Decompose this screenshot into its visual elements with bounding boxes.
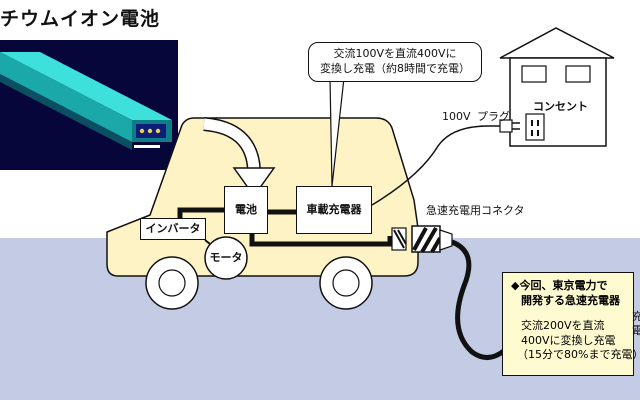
quick-charger-cable	[450, 239, 507, 360]
onboard-charger-box: 車載充電器	[296, 186, 372, 234]
battery-title: チウムイオン電池	[0, 8, 161, 30]
plug-label: プラグ	[477, 110, 510, 123]
onboard-charger-note: 交流100Vを直流400Vに 変換し充電（約8時間で充電）	[308, 42, 482, 82]
edge-char-1: 充	[632, 310, 640, 323]
rear-wheel	[145, 256, 199, 310]
cable-battery-port	[249, 232, 393, 247]
edge-char-2: 電	[632, 324, 640, 337]
plug-icon	[499, 119, 520, 133]
quick-note-line3: 交流200Vを直流	[521, 318, 605, 332]
battery-label: 電池	[235, 203, 257, 216]
quick-charger-note: ◆今回、東京電力で 開発する急速充電器 交流200Vを直流 400Vに変換し充電…	[502, 272, 640, 376]
battery-arrow-fill	[203, 118, 260, 171]
outlet-label: コンセント	[533, 100, 588, 113]
quick-note-line4: 400Vに変換し充電	[521, 333, 616, 347]
battery-pack-illustration	[0, 52, 172, 150]
inverter-label: インバータ	[145, 222, 201, 235]
quick-note-line2: 開発する急速充電器	[521, 293, 620, 307]
cable-charger-plug	[371, 125, 500, 206]
front-wheel	[319, 256, 373, 310]
onboard-note-line2: 変換し充電（約8時間で充電）	[320, 61, 470, 75]
plug-voltage-label: 100V	[442, 110, 471, 123]
quick-charge-connector	[411, 225, 453, 254]
onboard-note-line1: 交流100Vを直流400Vに	[333, 47, 457, 60]
quick-connector-label: 急速充電用コネクタ	[426, 204, 525, 217]
wall-outlet	[525, 113, 545, 141]
quick-note-line1: ◆今回、東京電力で	[511, 279, 608, 292]
onboard-charger-label: 車載充電器	[306, 203, 362, 216]
quick-note-line5: （15分で80%まで充電）	[517, 348, 640, 362]
battery-box: 電池	[224, 186, 268, 234]
motor-circle	[204, 236, 248, 280]
house	[499, 27, 615, 147]
inverter-box: インバータ	[140, 218, 206, 240]
motor-label: モータ	[209, 251, 243, 264]
battery-arrow-head	[232, 167, 276, 198]
